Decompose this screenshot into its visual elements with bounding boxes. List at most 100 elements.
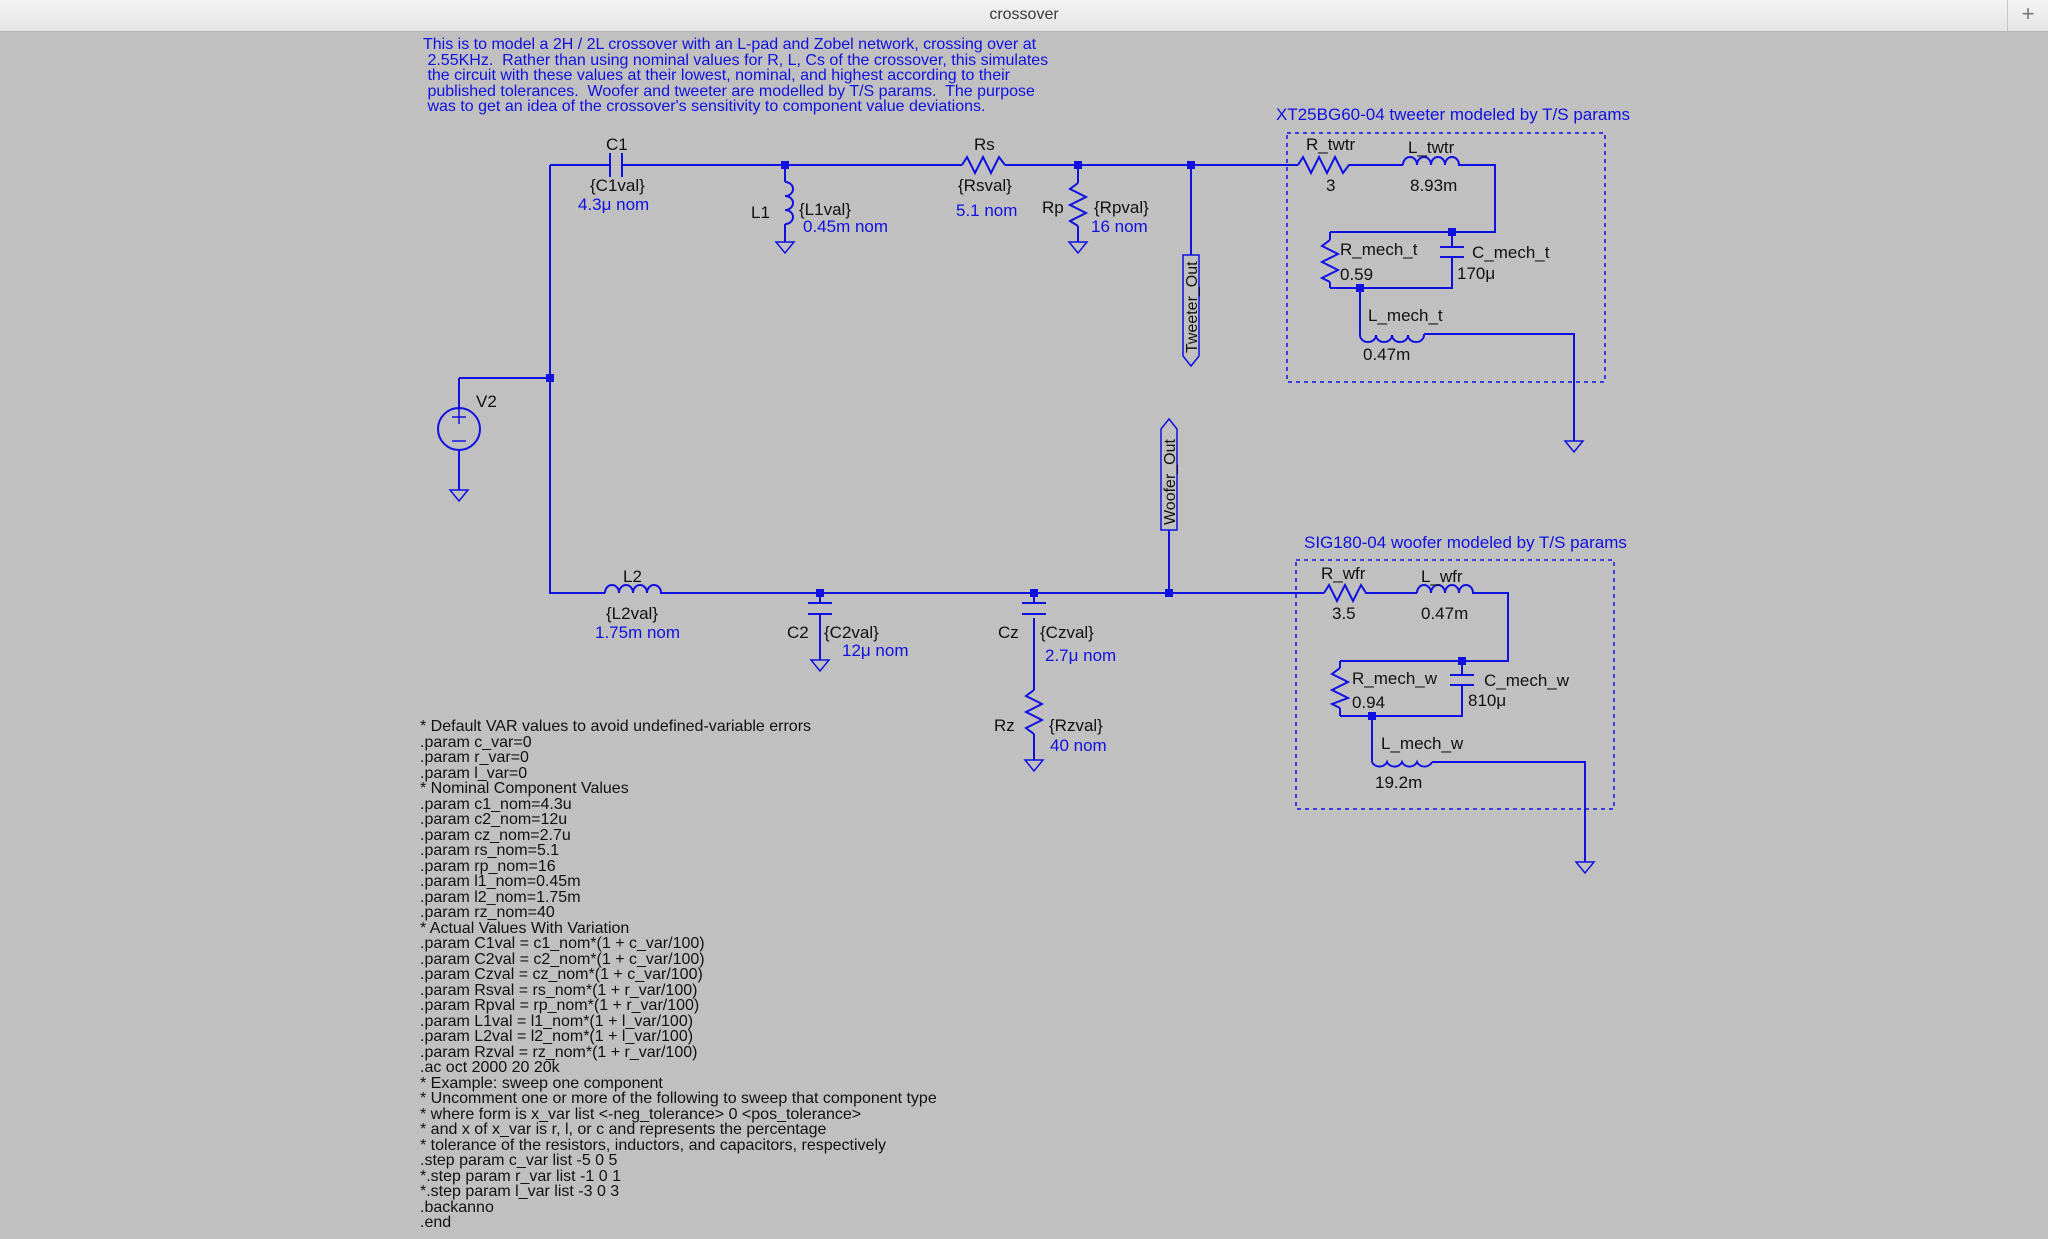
inductor-l-wfr bbox=[1416, 584, 1476, 594]
rp-value: {Rpval} bbox=[1094, 198, 1149, 217]
ground-symbol bbox=[1574, 861, 1596, 875]
inductor-l-mech-t bbox=[1359, 334, 1425, 343]
tweeter-out-label: Tweeter_Out bbox=[1184, 261, 1201, 353]
tweeter-box-title: XT25BG60-04 tweeter modeled by T/S param… bbox=[1276, 105, 1630, 124]
resistor-r-twtr bbox=[1297, 154, 1355, 176]
resistor-r-wfr bbox=[1323, 582, 1370, 604]
inductor-l-twtr bbox=[1402, 156, 1465, 166]
spice-line: *.step param l_var list -3 0 3 bbox=[420, 1183, 620, 1200]
window-title-bar: crossover + bbox=[0, 0, 2048, 32]
description-comment[interactable]: This is to model a 2H / 2L crossover wit… bbox=[423, 37, 1103, 115]
spice-line: .param Rpval = rp_nom*(1 + r_var/100) bbox=[420, 997, 700, 1014]
capacitor-c1[interactable] bbox=[609, 153, 623, 177]
l2-value: {L2val} bbox=[606, 604, 658, 623]
schematic-drawing: XT25BG60-04 tweeter modeled by T/S param… bbox=[437, 105, 1630, 875]
resistor-rz[interactable] bbox=[1023, 689, 1045, 773]
rp-nom: 16 nom bbox=[1091, 217, 1148, 236]
spice-line: .param L1val = l1_nom*(1 + l_var/100) bbox=[420, 1012, 694, 1030]
l-twtr-value: 8.93m bbox=[1410, 176, 1457, 195]
comment-line: published tolerances. Woofer and tweeter… bbox=[423, 82, 1035, 100]
l-mech-w-name: L_mech_w bbox=[1381, 734, 1464, 753]
net-label-woofer-out[interactable] bbox=[1160, 417, 1178, 531]
l2-nom: 1.75m nom bbox=[595, 623, 680, 642]
spice-line: .param l_var=0 bbox=[420, 764, 528, 782]
rs-nom: 5.1 nom bbox=[956, 201, 1017, 220]
spice-line: .end bbox=[420, 1214, 452, 1231]
capacitor-c2[interactable] bbox=[808, 602, 832, 673]
rs-value: {Rsval} bbox=[958, 176, 1012, 195]
spice-line: .param c1_nom=4.3u bbox=[420, 795, 572, 813]
spice-line: .param rz_nom=40 bbox=[420, 904, 555, 921]
comment-line: was to get an idea of the crossover's se… bbox=[423, 98, 986, 115]
capacitor-cz[interactable] bbox=[1022, 602, 1046, 615]
comment-line: the circuit with these values at their l… bbox=[423, 67, 1010, 84]
l-twtr-name: L_twtr bbox=[1408, 138, 1455, 157]
comment-line: This is to model a 2H / 2L crossover wit… bbox=[423, 36, 1037, 53]
junctions bbox=[546, 161, 1466, 720]
rs-name: Rs bbox=[974, 135, 995, 154]
new-tab-button[interactable]: + bbox=[2007, 0, 2048, 31]
spice-line: .param rp_nom=16 bbox=[420, 857, 556, 875]
spice-line: .param C2val = c2_nom*(1 + c_var/100) bbox=[420, 950, 705, 968]
c-mech-t-value: 170μ bbox=[1457, 264, 1495, 283]
r-wfr-name: R_wfr bbox=[1321, 564, 1366, 583]
inductor-l-mech-w bbox=[1371, 759, 1433, 768]
spice-line: .param cz_nom=2.7u bbox=[420, 826, 571, 844]
spice-line: .param c2_nom=12u bbox=[420, 811, 568, 828]
rz-value: {Rzval} bbox=[1049, 716, 1103, 735]
inductor-l2[interactable] bbox=[604, 584, 668, 594]
spice-directives[interactable]: * Default VAR values to avoid undefined-… bbox=[420, 719, 937, 1231]
woofer-out-label: Woofer_Out bbox=[1162, 438, 1179, 525]
c-mech-w-value: 810μ bbox=[1468, 691, 1506, 710]
spice-line: .param c_var=0 bbox=[420, 733, 532, 751]
spice-line: .param Rzval = rz_nom*(1 + r_var/100) bbox=[420, 1043, 698, 1061]
l1-value: {L1val} bbox=[799, 200, 851, 219]
l-mech-w-value: 19.2m bbox=[1375, 773, 1422, 792]
tweeter-model-box[interactable] bbox=[1286, 132, 1606, 454]
spice-line: * and x of x_var is r, l, or c and repre… bbox=[420, 1121, 827, 1138]
spice-line: .param Rsval = rs_nom*(1 + r_var/100) bbox=[420, 981, 698, 999]
l2-name: L2 bbox=[623, 567, 642, 586]
l1-name: L1 bbox=[751, 203, 770, 222]
c2-nom: 12μ nom bbox=[842, 641, 909, 660]
woofer-model-box[interactable] bbox=[1295, 559, 1615, 875]
spice-line: .param r_var=0 bbox=[420, 749, 529, 766]
rz-name: Rz bbox=[994, 716, 1015, 735]
r-mech-t-name: R_mech_t bbox=[1340, 240, 1418, 259]
spice-line: * tolerance of the resistors, inductors,… bbox=[420, 1136, 886, 1154]
r-mech-w-value: 0.94 bbox=[1352, 693, 1385, 712]
voltage-source-v2[interactable] bbox=[437, 407, 481, 503]
c-mech-t-name: C_mech_t bbox=[1472, 243, 1550, 262]
r-mech-t-value: 0.59 bbox=[1340, 265, 1373, 284]
l-wfr-value: 0.47m bbox=[1421, 604, 1468, 623]
c-mech-w-name: C_mech_w bbox=[1484, 671, 1570, 690]
r-wfr-value: 3.5 bbox=[1332, 604, 1356, 623]
resistor-rp[interactable] bbox=[1067, 182, 1089, 255]
r-twtr-value: 3 bbox=[1326, 176, 1335, 195]
window-title: crossover bbox=[989, 6, 1059, 23]
c1-nom: 4.3μ nom bbox=[578, 195, 649, 214]
c2-name: C2 bbox=[787, 623, 809, 642]
resistor-r-mech-t bbox=[1319, 239, 1341, 283]
ground-symbol bbox=[1563, 440, 1585, 454]
spice-line: *.step param r_var list -1 0 1 bbox=[420, 1167, 621, 1185]
spice-line: .param l1_nom=0.45m bbox=[420, 873, 581, 890]
l-wfr-name: L_wfr bbox=[1421, 567, 1463, 586]
spice-line: .backanno bbox=[420, 1198, 494, 1216]
cz-name: Cz bbox=[998, 623, 1019, 642]
l-mech-t-value: 0.47m bbox=[1363, 345, 1410, 364]
net-label-tweeter-out[interactable] bbox=[1182, 254, 1200, 368]
spice-line: * where form is x_var list <-neg_toleran… bbox=[420, 1105, 862, 1123]
resistor-rs[interactable] bbox=[961, 154, 1006, 176]
spice-line: * Nominal Component Values bbox=[420, 780, 629, 797]
cz-nom: 2.7μ nom bbox=[1045, 646, 1116, 665]
comment-line: 2.55KHz. Rather than using nominal value… bbox=[423, 51, 1049, 69]
r-twtr-name: R_twtr bbox=[1306, 135, 1355, 154]
v2-name: V2 bbox=[476, 392, 497, 411]
spice-line: .param Czval = cz_nom*(1 + c_var/100) bbox=[420, 966, 703, 983]
woofer-box-title: SIG180-04 woofer modeled by T/S params bbox=[1304, 533, 1627, 552]
cz-value: {Czval} bbox=[1040, 623, 1094, 642]
schematic-canvas[interactable]: This is to model a 2H / 2L crossover wit… bbox=[0, 32, 2048, 1239]
inductor-l1[interactable] bbox=[774, 180, 796, 255]
c1-name: C1 bbox=[606, 135, 628, 154]
